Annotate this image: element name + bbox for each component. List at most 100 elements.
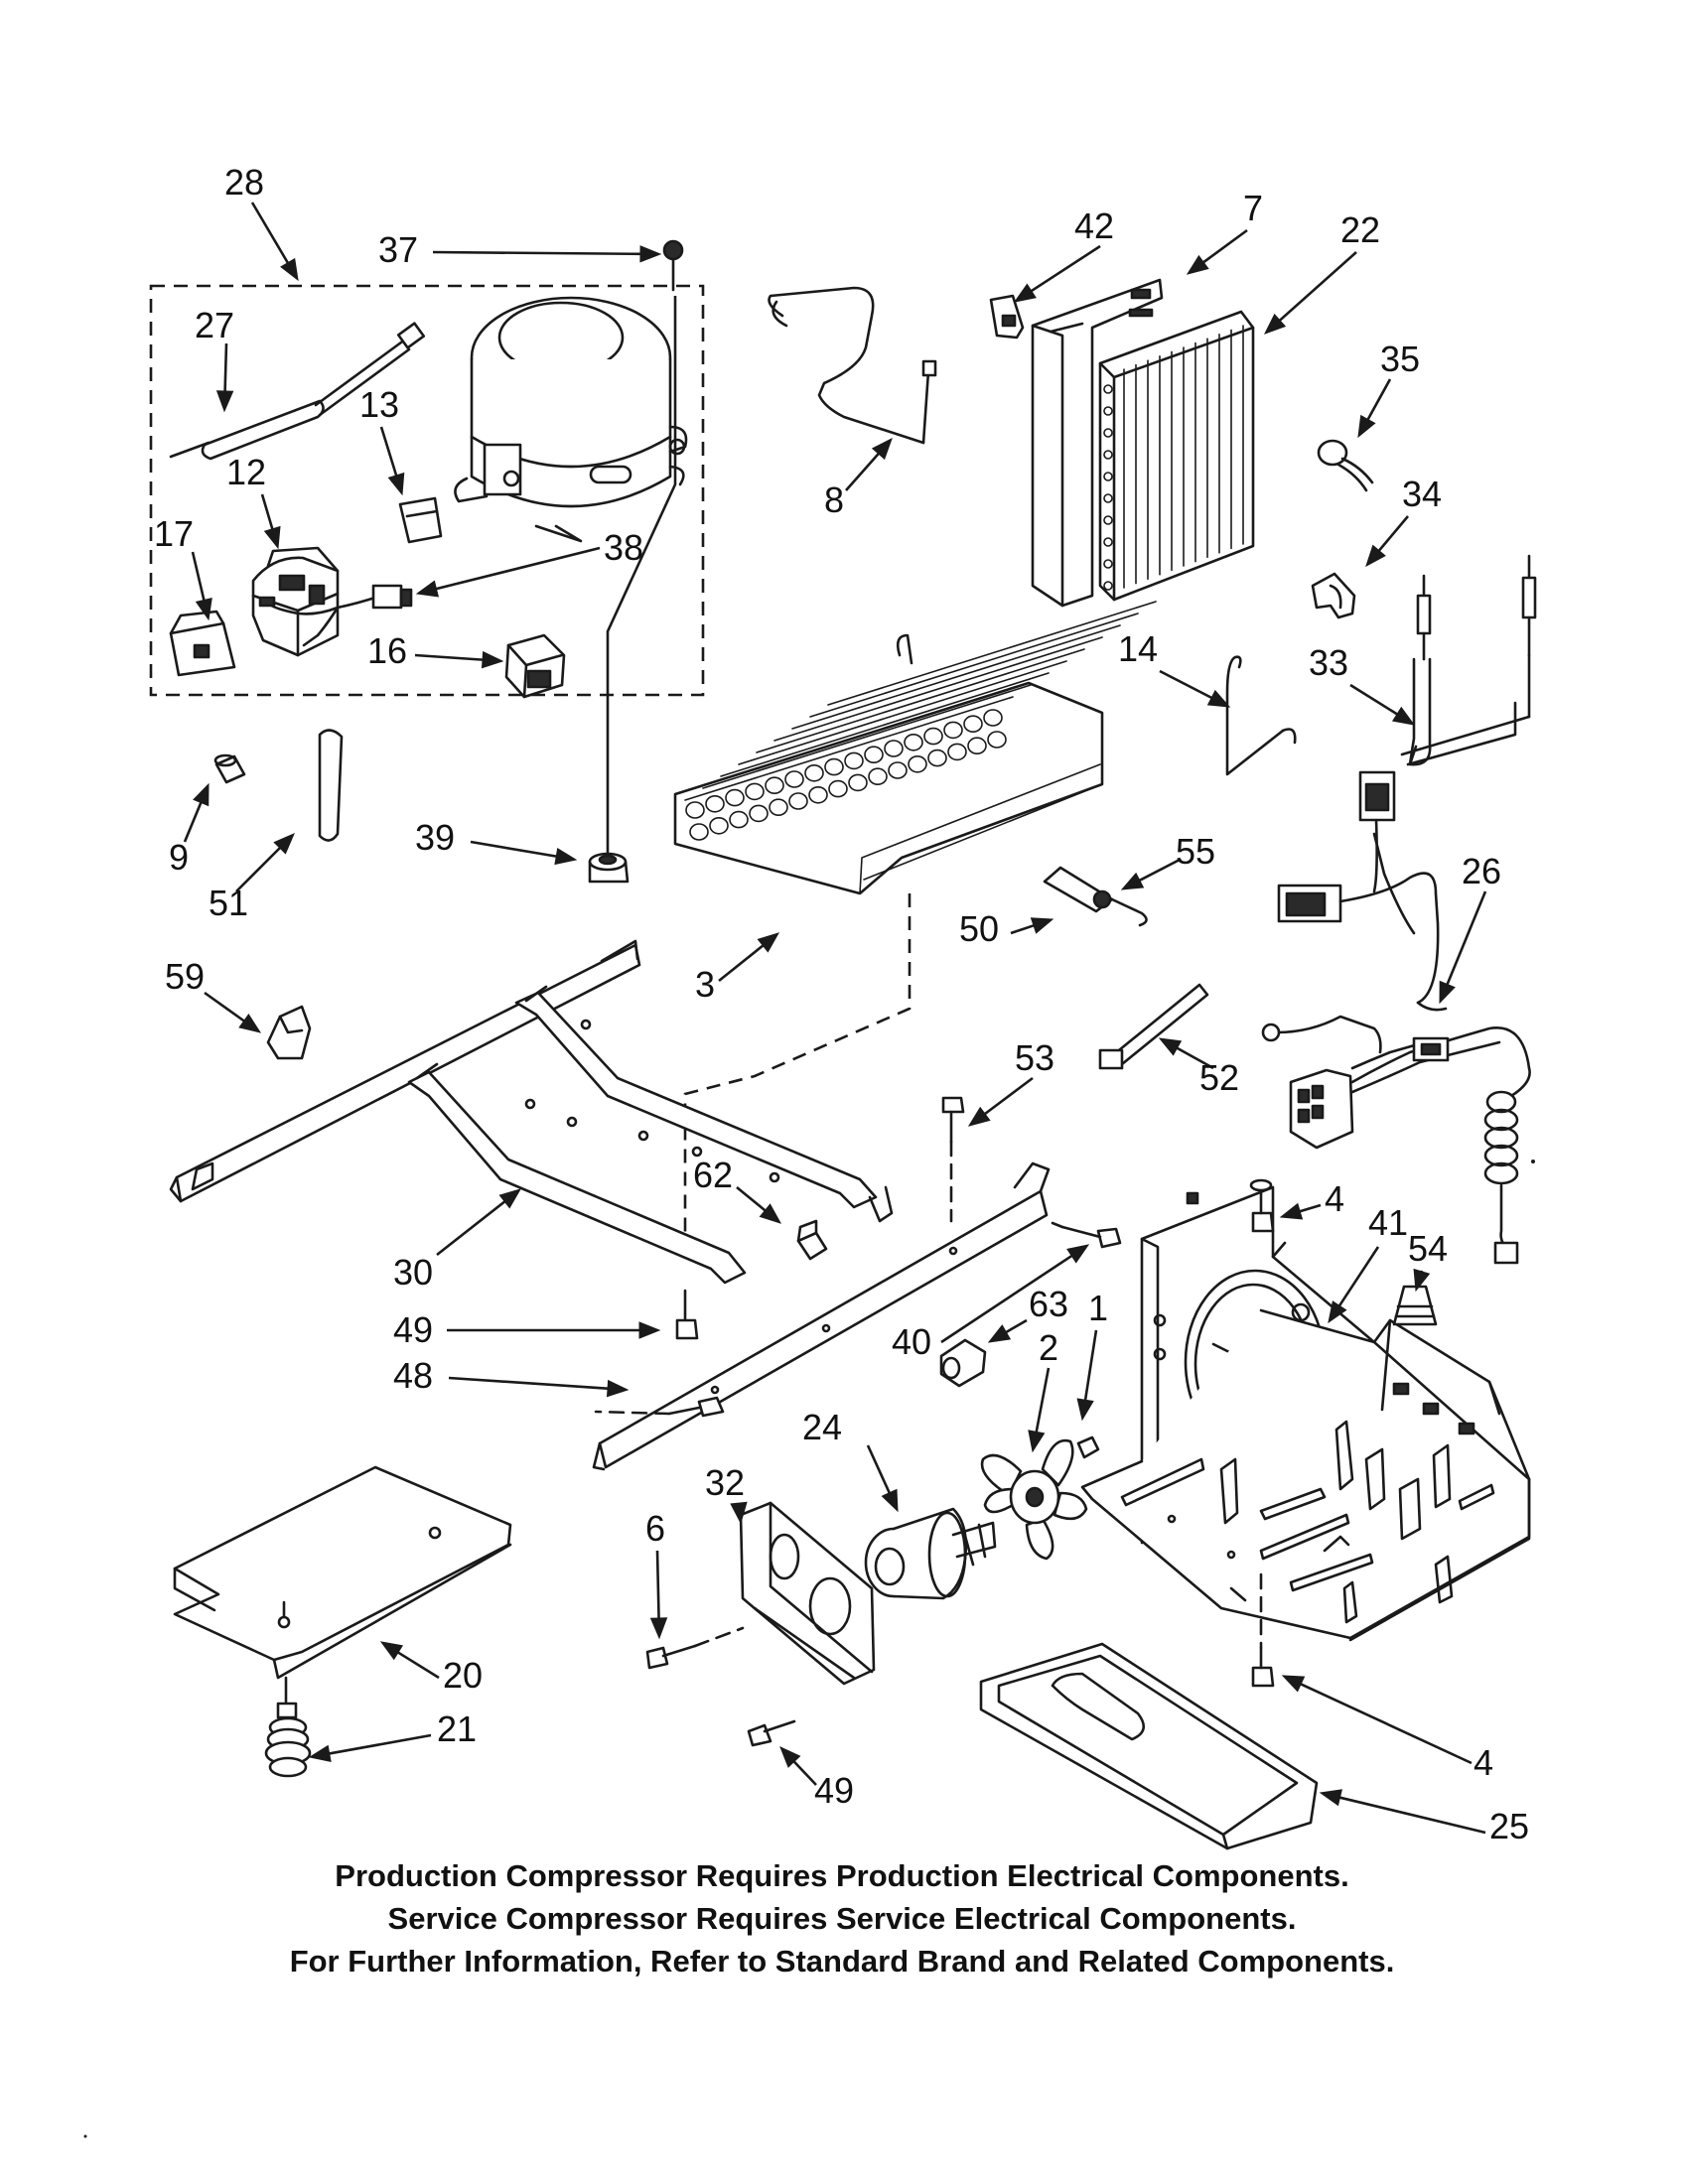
leader-arrow [1413, 1268, 1431, 1293]
callout-42: 42 [1074, 205, 1114, 246]
wire-nut [1392, 1285, 1438, 1326]
callout-52: 52 [1199, 1057, 1239, 1098]
leader-arrow [204, 991, 262, 1033]
leader-arrow [1010, 917, 1054, 935]
cable-tie [1098, 983, 1209, 1070]
callout-17: 17 [154, 513, 194, 554]
leader-arrow [1349, 683, 1416, 726]
callout-32: 32 [705, 1462, 745, 1503]
screw-53 [941, 1096, 965, 1223]
compressor-kit-box [149, 284, 705, 697]
access-cover [173, 1465, 512, 1680]
leader-arrow [1365, 515, 1409, 568]
motor-bracket [739, 1501, 876, 1686]
leveling-leg [264, 1676, 312, 1778]
screw-4-lower [1251, 1572, 1275, 1688]
callout-20: 20 [443, 1655, 483, 1696]
leader-arrow [845, 437, 893, 491]
callout-13: 13 [359, 384, 399, 425]
leader-arrow [448, 1376, 630, 1398]
grommet [588, 852, 630, 884]
compressor [454, 296, 688, 543]
callout-26: 26 [1462, 851, 1501, 891]
callout-24: 24 [802, 1407, 842, 1447]
note-production: Production Compressor Requires Productio… [335, 1858, 1349, 1893]
callout-38: 38 [604, 527, 643, 568]
base-rails [169, 939, 894, 1285]
callout-9: 9 [169, 837, 189, 878]
leader-arrow [1328, 1246, 1380, 1324]
callout-4-lower: 4 [1474, 1742, 1493, 1783]
wire-bracket [1043, 866, 1148, 927]
callout-35: 35 [1380, 339, 1420, 379]
leader-arrow [967, 1076, 1034, 1127]
callout-8: 8 [824, 479, 844, 520]
callout-49-lower: 49 [814, 1770, 854, 1811]
condenser-clip [989, 294, 1025, 340]
leader-arrow [415, 546, 601, 598]
leader-arrow [730, 1501, 748, 1525]
leader-arrow [1028, 1367, 1051, 1453]
leader-arrow [779, 1746, 817, 1786]
fan-nut [939, 1338, 987, 1388]
callout-48: 48 [393, 1355, 433, 1396]
leader-arrow [987, 1318, 1028, 1343]
callout-39: 39 [415, 817, 455, 858]
callout-55: 55 [1176, 831, 1215, 872]
screw-40 [594, 1221, 1122, 1418]
leader-arrow [215, 342, 234, 413]
screw-6 [645, 1626, 745, 1670]
leader-arrow [1158, 1037, 1214, 1070]
leader-arrow [736, 1185, 782, 1224]
evaporator [673, 681, 1104, 895]
leader-arrow [718, 932, 780, 983]
evaporator-coils [684, 601, 1157, 894]
callout-63: 63 [1029, 1284, 1068, 1324]
callout-27: 27 [195, 305, 234, 345]
leader-arrow [1263, 251, 1357, 335]
leader-arrow [260, 493, 281, 550]
callout-62: 62 [693, 1155, 733, 1195]
callout-25: 25 [1489, 1806, 1529, 1846]
callout-50: 50 [959, 908, 999, 949]
tube-cap [213, 753, 246, 784]
screw-49-lower [747, 1719, 796, 1747]
condenser-fins [1103, 325, 1244, 591]
callout-3: 3 [695, 964, 715, 1005]
run-capacitor [504, 633, 566, 699]
callout-40: 40 [892, 1321, 931, 1362]
leader-arrow [447, 1321, 661, 1339]
fan-blade [980, 1435, 1100, 1561]
suction-tube [768, 286, 937, 445]
leader-arrow [183, 782, 210, 843]
leader-arrow [940, 1244, 1090, 1344]
tube-clip [266, 1005, 312, 1060]
callout-49-upper: 49 [393, 1309, 433, 1350]
drain-pan [979, 1642, 1319, 1850]
leader-arrow [436, 1188, 522, 1257]
callout-54: 54 [1408, 1228, 1448, 1269]
leader-arrow [1159, 669, 1231, 708]
callout-14: 14 [1118, 628, 1158, 669]
leader-arrow [1281, 1675, 1473, 1765]
leader-arrow [191, 551, 212, 621]
leader-arrow [379, 1641, 440, 1680]
overload-protector [169, 610, 236, 677]
leader-arrow [1357, 378, 1392, 439]
callout-1: 1 [1088, 1288, 1108, 1328]
wiring-harness [1261, 770, 1531, 1265]
screw-49-upper [675, 1289, 699, 1340]
condenser [1031, 278, 1255, 608]
leader-arrow [1076, 1329, 1098, 1422]
power-cord-connector [258, 584, 413, 647]
leader-arrow [1279, 1202, 1322, 1220]
callout-33: 33 [1309, 642, 1348, 683]
screw-37 [662, 239, 684, 292]
callout-2: 2 [1039, 1327, 1058, 1368]
leader-arrow [308, 1733, 432, 1762]
leader-arrow [1439, 890, 1487, 1005]
callout-51: 51 [209, 883, 248, 923]
harness-clip [796, 1219, 828, 1261]
callout-12: 12 [226, 452, 266, 492]
